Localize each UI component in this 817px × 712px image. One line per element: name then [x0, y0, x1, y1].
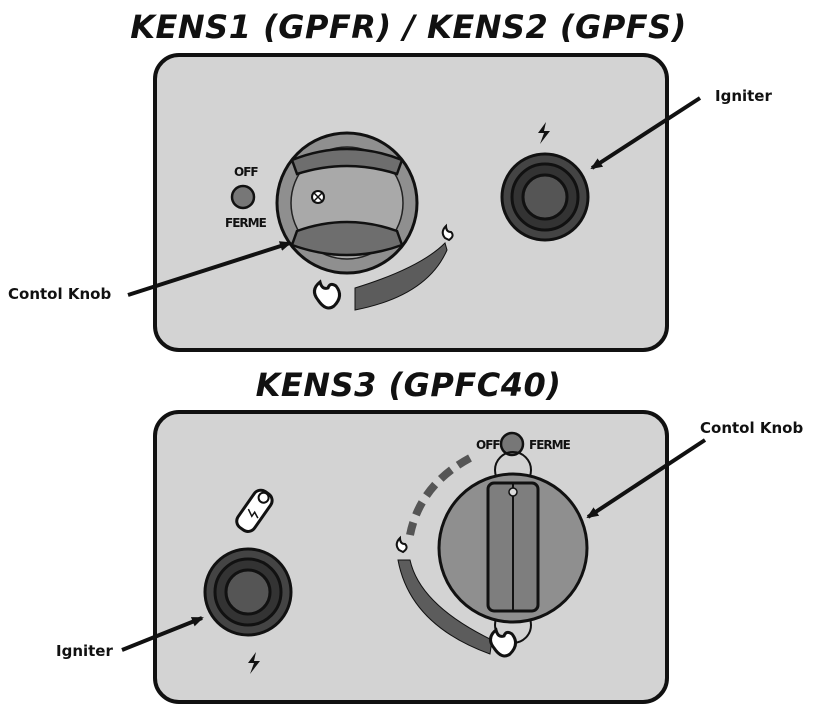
bottom-large-flame-icon [489, 627, 517, 658]
top-control-knob[interactable] [275, 131, 419, 275]
top-large-flame-icon [313, 279, 341, 310]
bottom-knob-arrow [586, 438, 707, 519]
bottom-ferme-label: FERME [529, 438, 571, 452]
bottom-off-indicator-light [499, 431, 525, 457]
bottom-spark-icon [248, 652, 260, 674]
top-igniter-arrow [590, 96, 702, 170]
bottom-off-label: OFF [476, 438, 500, 452]
top-panel-title: KENS1 (GPFR) / KENS2 (GPFS) [130, 8, 687, 46]
bottom-igniter-button[interactable] [203, 547, 293, 637]
top-knob-callout: Contol Knob [8, 285, 112, 303]
knob-pointer-icon [311, 190, 325, 204]
bottom-dashed-range-arc [406, 454, 472, 536]
top-igniter-button[interactable] [500, 152, 590, 242]
top-off-indicator-light [230, 184, 256, 210]
bottom-flame-range-indicator [397, 559, 493, 655]
top-igniter-callout: Igniter [715, 87, 772, 105]
top-knob-arrow [127, 241, 292, 297]
bottom-knob-callout: Contol Knob [700, 419, 804, 437]
bottom-igniter-callout: Igniter [56, 642, 113, 660]
top-small-flame-icon [441, 223, 454, 242]
top-spark-icon [538, 122, 550, 144]
bottom-panel-title: KENS3 (GPFC40) [255, 366, 562, 404]
top-flame-range-indicator [354, 242, 448, 311]
bottom-igniter-arrow [121, 616, 204, 652]
battery-icon [235, 488, 274, 533]
top-off-label: OFF [234, 165, 258, 179]
top-ferme-label: FERME [225, 216, 267, 230]
bottom-control-panel: OFF FERME [153, 410, 669, 704]
top-control-panel: OFF FERME [153, 53, 669, 352]
bottom-small-flame-icon [395, 535, 408, 554]
bottom-control-knob[interactable] [437, 451, 589, 644]
